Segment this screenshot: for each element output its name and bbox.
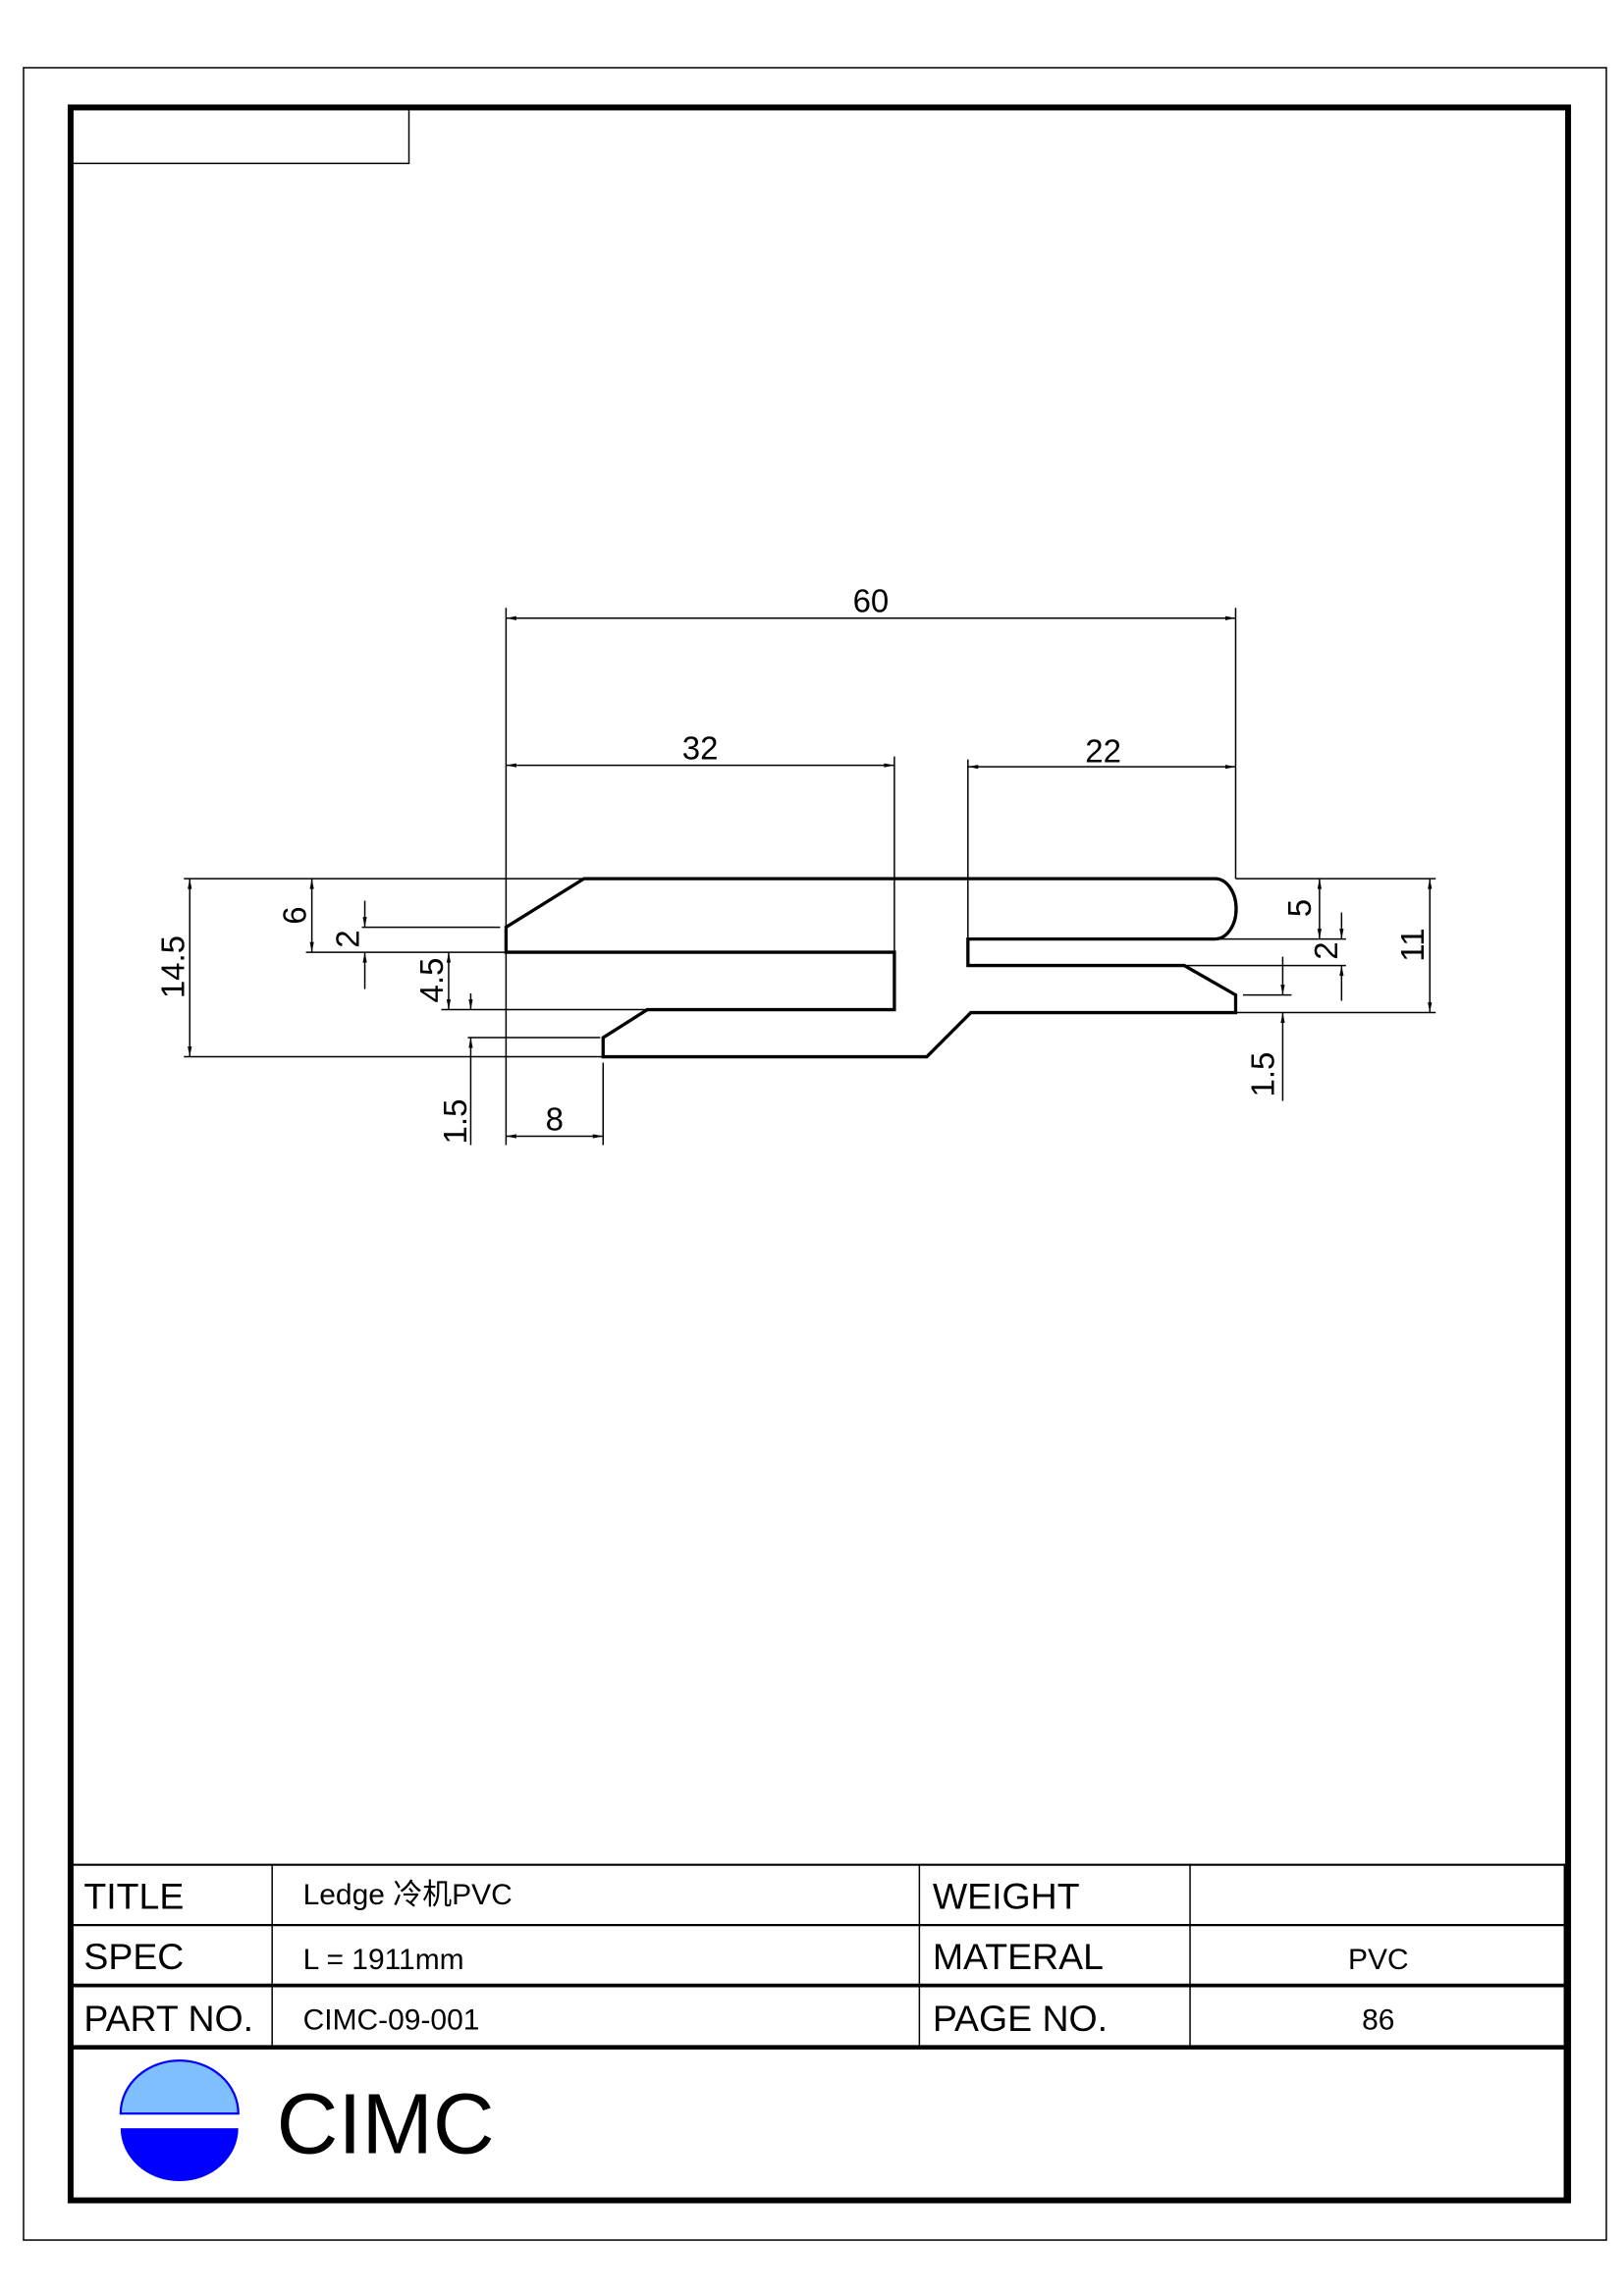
dim-22: 22 (1085, 733, 1121, 770)
logo-text: CIMC (277, 2077, 495, 2172)
dim-1-5-left: 1.5 (437, 1099, 473, 1145)
dim-11: 11 (1394, 928, 1431, 961)
material-value: PVC (1348, 1944, 1409, 1976)
weight-label: WEIGHT (933, 1876, 1080, 1917)
spec-value: L = 1911mm (303, 1944, 464, 1976)
dim-1-5-right: 1.5 (1244, 1052, 1280, 1097)
dim-2-left: 2 (330, 930, 366, 947)
dim-32: 32 (682, 730, 719, 767)
cimc-logo-icon (119, 2058, 240, 2182)
dim-14-5: 14.5 (154, 935, 190, 998)
dim-8: 8 (546, 1100, 564, 1137)
dim-60: 60 (853, 583, 890, 619)
title-block (70, 1863, 1567, 2201)
inner-border (67, 104, 1572, 2204)
corner-box (70, 106, 410, 165)
part-no-label: PART NO. (83, 1998, 253, 2039)
title-label: TITLE (83, 1876, 184, 1917)
ledge-profile (504, 877, 1238, 1059)
extension-lines (184, 608, 1436, 1146)
dim-6: 6 (277, 906, 313, 924)
title-value: Ledge 冷机PVC (303, 1879, 513, 1911)
spec-label: SPEC (83, 1936, 184, 1977)
part-no-value: CIMC-09-001 (303, 2004, 480, 2037)
page-no-label: PAGE NO. (933, 1998, 1108, 2039)
dim-2-right: 2 (1308, 941, 1344, 959)
material-label: MATERAL (933, 1936, 1104, 1977)
dimension-lines (188, 615, 1433, 1146)
dim-4-5: 4.5 (413, 958, 450, 1003)
outer-border (23, 67, 1607, 2241)
page-no-value: 86 (1362, 2004, 1394, 2037)
dim-5: 5 (1281, 899, 1318, 917)
